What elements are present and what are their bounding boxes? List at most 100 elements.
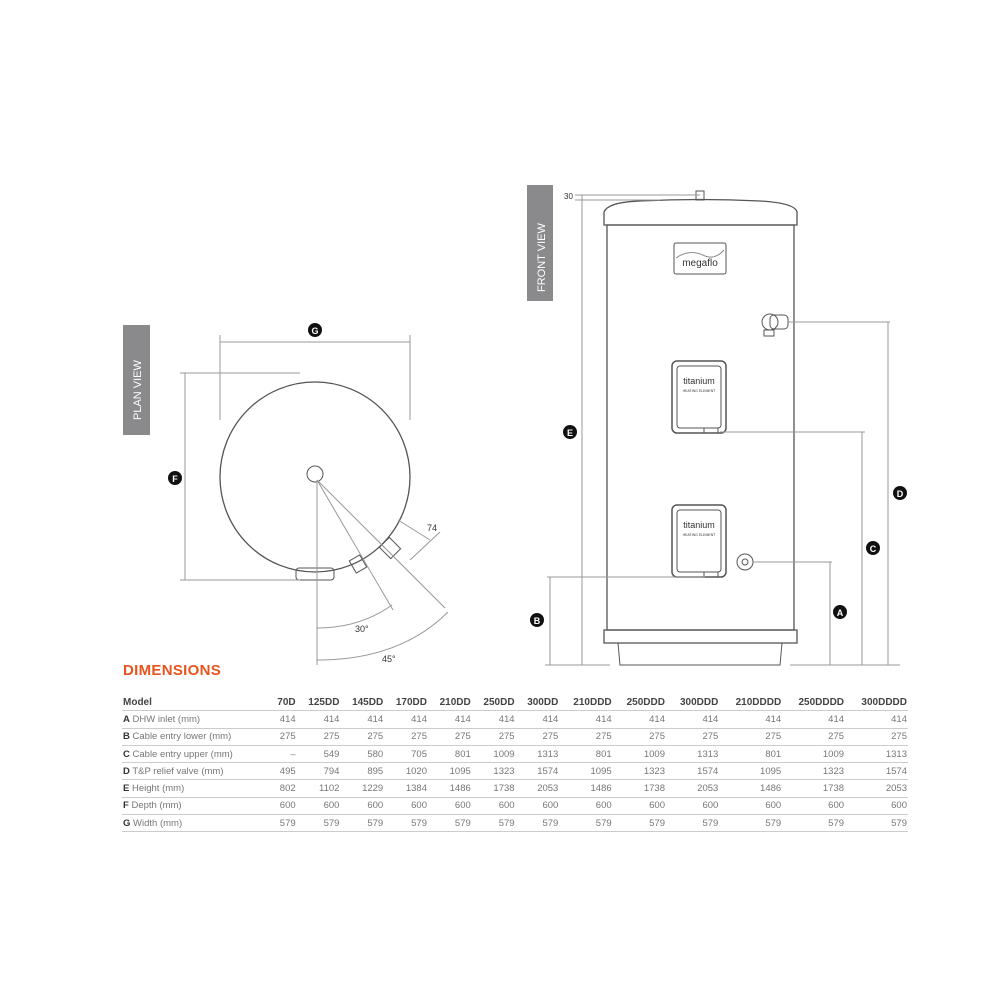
- side-nozzle-1: [348, 554, 368, 574]
- table-cell: 1009: [782, 745, 846, 764]
- element-cover-lower: [671, 504, 727, 578]
- table-cell: 600: [559, 797, 613, 816]
- plan-view-tab-label: PLAN VIEW: [132, 359, 144, 420]
- row-label-text: Cable entry upper (mm): [132, 748, 233, 760]
- table-cell: 275: [269, 728, 297, 746]
- dim-g-marker: G: [311, 326, 318, 336]
- column-header: 250DD: [471, 694, 516, 712]
- table-cell: 275: [471, 728, 516, 746]
- table-cell: 275: [384, 728, 428, 746]
- table-cell: 802: [269, 779, 297, 798]
- table-cell: 414: [269, 710, 297, 729]
- table-cell: 600: [515, 797, 560, 816]
- row-label-text: Height (mm): [131, 783, 185, 795]
- table-cell: 1486: [427, 779, 472, 798]
- table-cell: 414: [782, 710, 846, 729]
- table-cell: 414: [471, 710, 516, 729]
- table-cell: 414: [612, 710, 666, 729]
- table-cell: 1095: [719, 762, 783, 781]
- table-cell: 275: [665, 728, 720, 746]
- table-cell: 600: [719, 797, 783, 816]
- column-header: 70D: [269, 694, 297, 712]
- table-cell: 579: [269, 814, 297, 833]
- element-sub-upper: HEATING ELEMENT: [683, 389, 717, 393]
- table-cell: 600: [340, 797, 385, 816]
- megaflo-logo: megaflo: [682, 258, 718, 269]
- table-cell: 1229: [340, 779, 385, 798]
- table-cell: 414: [845, 710, 908, 729]
- table-cell: 600: [384, 797, 428, 816]
- table-cell: 275: [845, 728, 908, 746]
- table-cell: 579: [845, 814, 908, 833]
- table-cell: 1095: [559, 762, 613, 781]
- column-header: 210DDD: [559, 694, 613, 712]
- table-cell: 600: [782, 797, 846, 816]
- column-header: 250DDDD: [782, 694, 846, 712]
- table-cell: 1486: [719, 779, 783, 798]
- table-cell: 414: [340, 710, 385, 729]
- dim-a-marker: A: [837, 608, 844, 618]
- table-cell: 1313: [515, 745, 560, 764]
- plinth: [617, 642, 783, 666]
- offset-label: 74: [427, 523, 437, 533]
- table-cell: 801: [719, 745, 783, 764]
- angle-45-label: 45°: [382, 654, 396, 664]
- row-label-text: T&P relief valve (mm): [132, 765, 224, 777]
- table-cell: 579: [340, 814, 385, 833]
- row-key: G: [123, 817, 131, 829]
- table-cell: 414: [296, 710, 341, 729]
- dimensions-title: DIMENSIONS: [123, 662, 222, 679]
- row-label-text: Cable entry lower (mm): [132, 731, 232, 743]
- column-header: 210DD: [427, 694, 472, 712]
- table-cell: 1313: [665, 745, 720, 764]
- table-cell: 600: [269, 797, 297, 816]
- table-cell: 705: [384, 745, 428, 764]
- table-cell: 600: [427, 797, 472, 816]
- table-cell: 414: [665, 710, 720, 729]
- table-cell: 275: [719, 728, 783, 746]
- table-cell: 579: [612, 814, 666, 833]
- table-cell: –: [269, 745, 297, 764]
- table-cell: 1738: [612, 779, 666, 798]
- front-view-tab-label: FRONT VIEW: [536, 223, 548, 292]
- table-cell: 414: [559, 710, 613, 729]
- table-cell: 801: [427, 745, 472, 764]
- row-label: E Height (mm): [122, 779, 270, 798]
- table-cell: 1738: [471, 779, 516, 798]
- row-label: D T&P relief valve (mm): [122, 762, 270, 781]
- table-cell: 580: [340, 745, 385, 764]
- plan-view: PLAN VIEW: [123, 325, 449, 665]
- table-cell: 579: [296, 814, 341, 833]
- megaflo-logo-plate: [673, 242, 727, 275]
- column-header: 250DDD: [612, 694, 666, 712]
- table-cell: 1313: [845, 745, 908, 764]
- table-cell: 801: [559, 745, 613, 764]
- element-logo-lower: titanium: [683, 520, 715, 530]
- table-cell: 275: [559, 728, 613, 746]
- table-cell: 579: [471, 814, 516, 833]
- table-cell: 414: [384, 710, 428, 729]
- table-cell: 600: [612, 797, 666, 816]
- row-key: F: [123, 800, 129, 812]
- angle-30-label: 30°: [355, 624, 369, 634]
- table-cell: 2053: [515, 779, 560, 798]
- table-cell: 275: [782, 728, 846, 746]
- table-cell: 1323: [471, 762, 516, 781]
- top-outlet: [306, 465, 324, 483]
- row-label: B Cable entry lower (mm): [122, 728, 270, 746]
- dim-b-marker: B: [534, 616, 541, 626]
- column-header: 300DDD: [665, 694, 720, 712]
- row-key: D: [123, 765, 130, 777]
- table-cell: 579: [427, 814, 472, 833]
- front-view: FRONT VIEW: [527, 185, 900, 666]
- row-label-text: Depth (mm): [131, 800, 182, 812]
- table-cell: 579: [719, 814, 783, 833]
- table-cell: 275: [612, 728, 666, 746]
- element-logo-upper: titanium: [683, 376, 715, 386]
- table-cell: 579: [515, 814, 560, 833]
- table-cell: 549: [296, 745, 341, 764]
